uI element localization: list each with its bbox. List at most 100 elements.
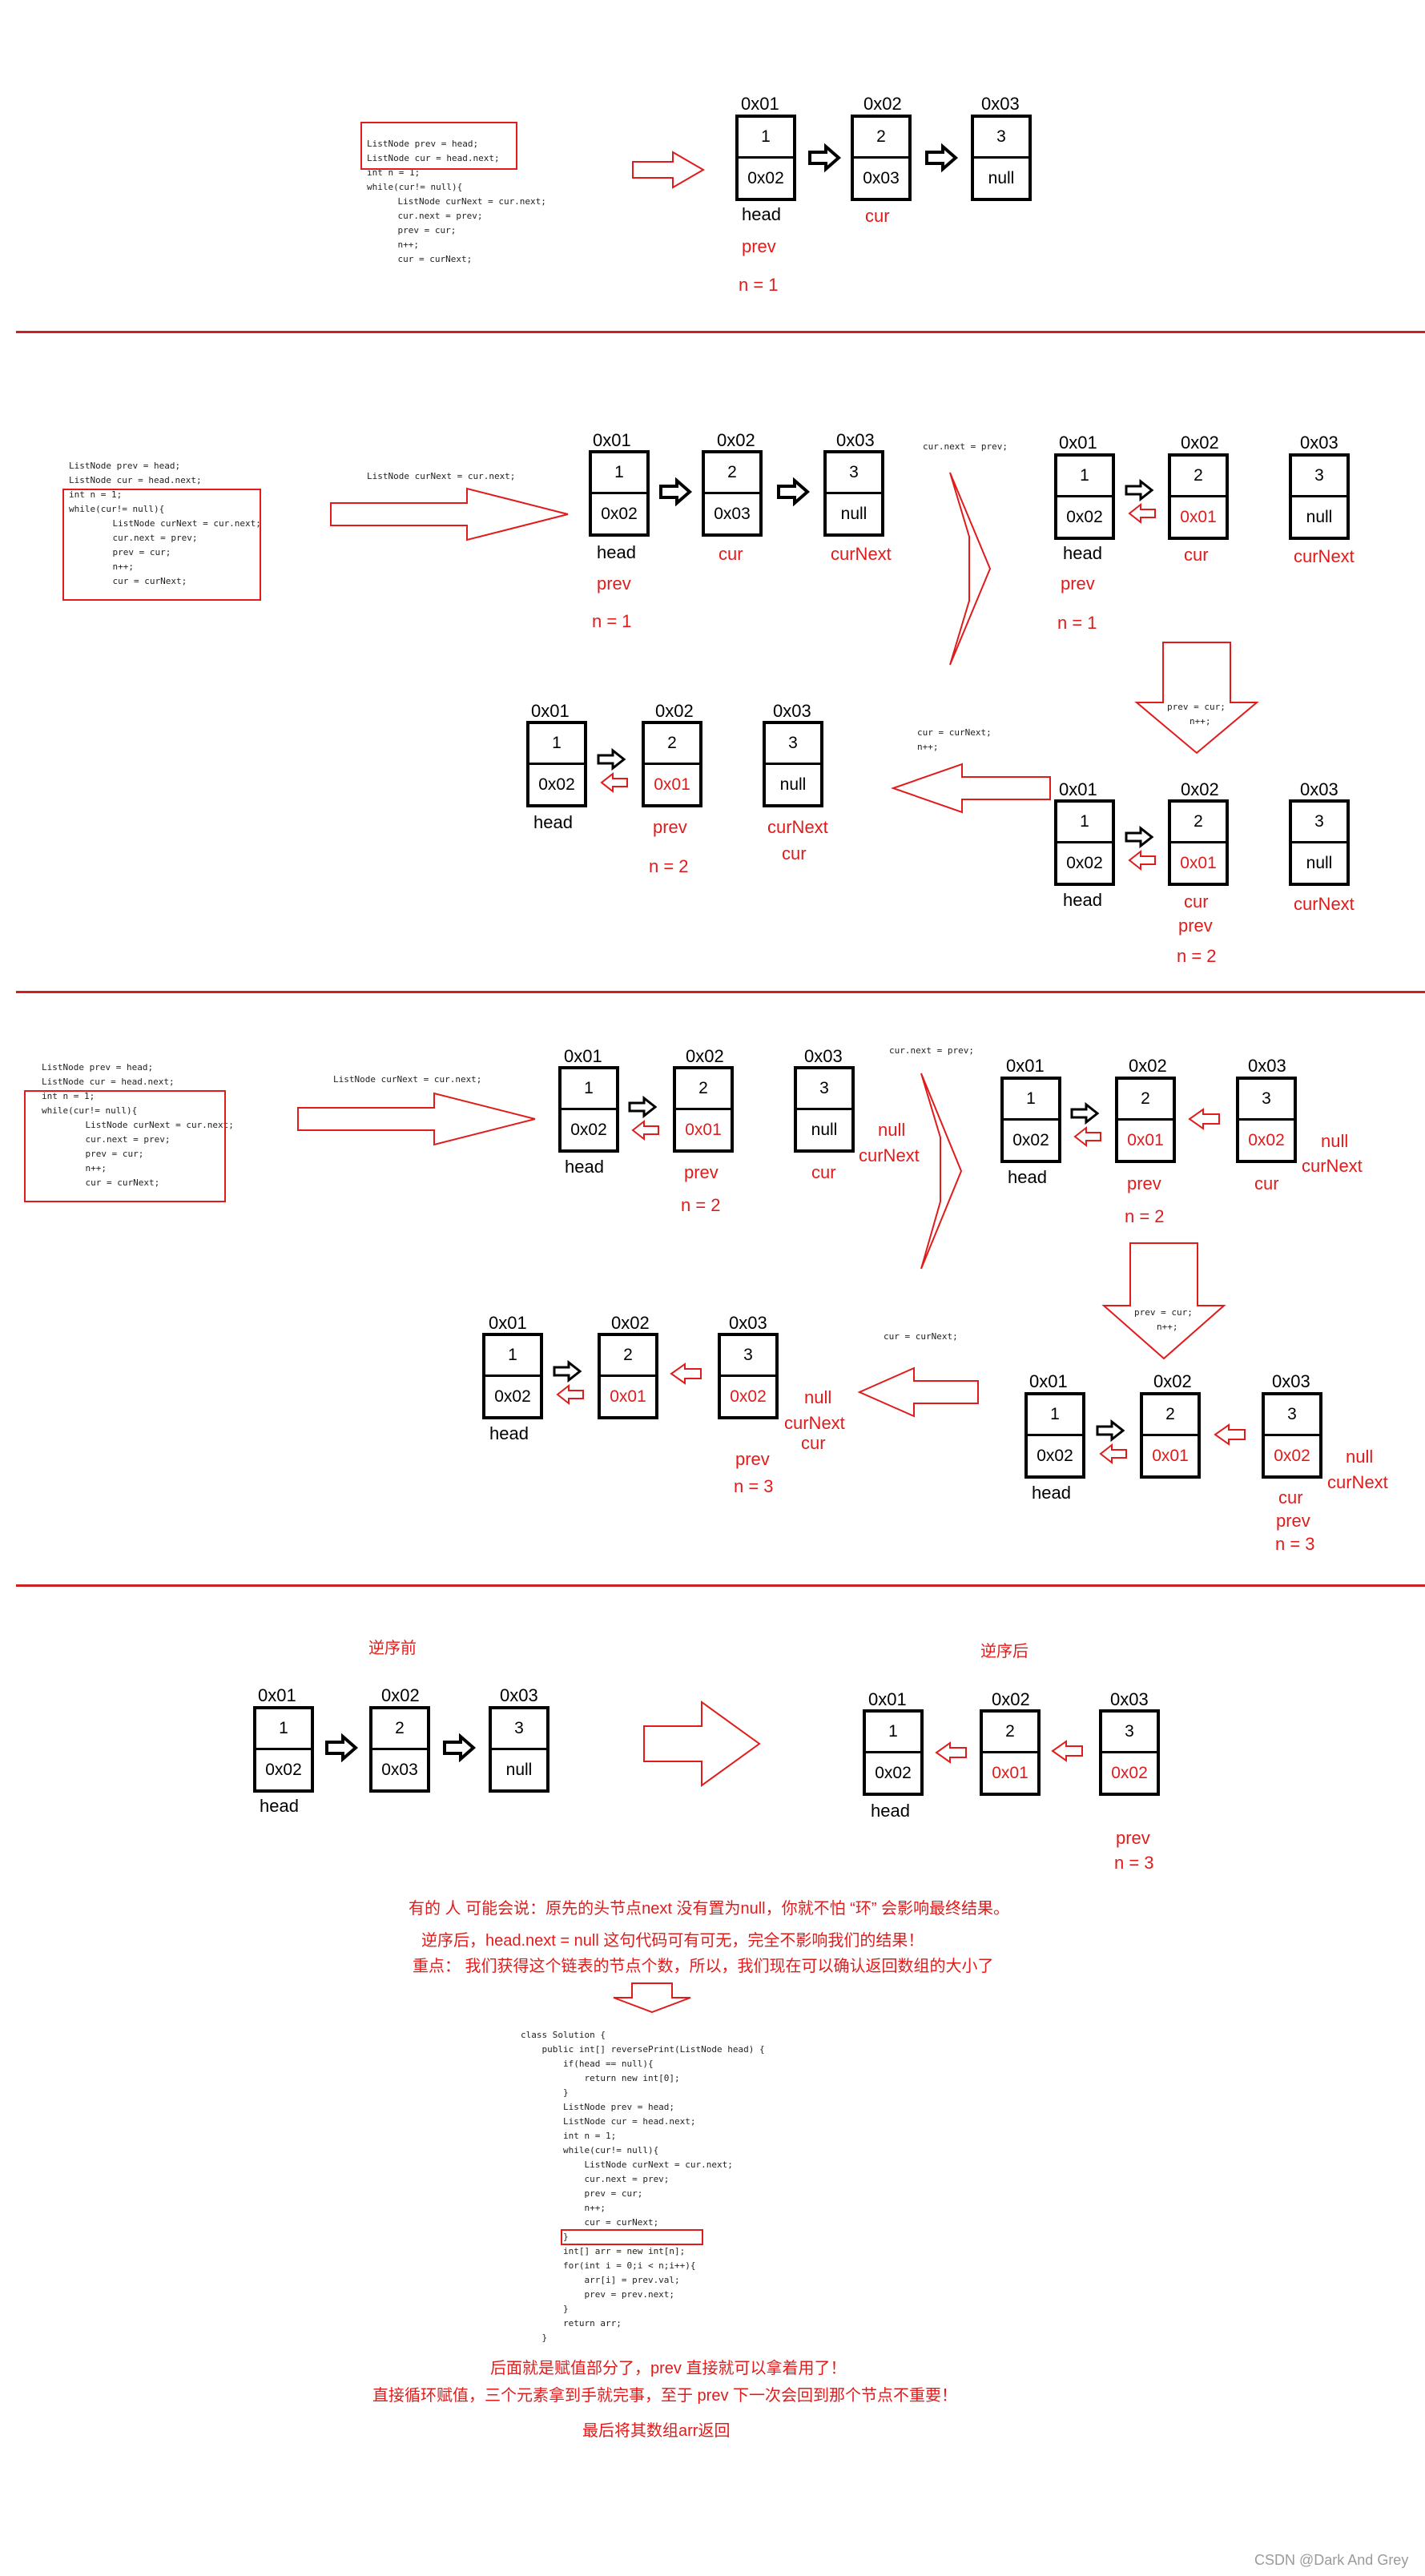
code-line: public int[] reversePrint(ListNode head)… bbox=[521, 2044, 765, 2055]
node-value: 1 bbox=[529, 724, 584, 765]
node-next: 0x02 bbox=[1037, 1446, 1073, 1465]
addr-label: 0x02 bbox=[992, 1689, 1030, 1709]
addr-label: 0x01 bbox=[741, 94, 779, 114]
prev-label: prev bbox=[653, 817, 687, 837]
addr-label: 0x01 bbox=[531, 701, 570, 721]
head-label: head bbox=[489, 1423, 529, 1443]
node-next: 0x03 bbox=[863, 168, 900, 187]
code-hint: n++; bbox=[1190, 716, 1211, 727]
node-next: 0x02 bbox=[1012, 1130, 1049, 1149]
code-snippet-init-1: ListNode prev = head; ListNode cur = head… bbox=[367, 123, 546, 281]
addr-label: 0x03 bbox=[1300, 433, 1338, 453]
curNext-label: curNext bbox=[784, 1413, 845, 1433]
highlight-box bbox=[24, 1090, 226, 1202]
code-line: n++; bbox=[64, 1163, 107, 1173]
note-line: 直接循环赋值，三个元素拿到手就完事，至于 prev 下一次会回到那个节点不重要！ bbox=[372, 2387, 958, 2405]
node-value: 1 bbox=[1028, 1395, 1082, 1436]
node-next: null bbox=[1306, 853, 1333, 872]
cur-label: cur bbox=[782, 843, 807, 863]
node-value: 1 bbox=[866, 1713, 920, 1753]
addr-label: 0x02 bbox=[863, 94, 902, 114]
node-value: 1 bbox=[739, 118, 793, 159]
code-line: int n = 1; bbox=[69, 489, 123, 500]
arrow-right-icon bbox=[659, 477, 693, 507]
code-line: cur = curNext; bbox=[521, 2217, 659, 2228]
node-next: 0x01 bbox=[992, 1763, 1028, 1782]
node-1: 1 0x02 bbox=[526, 721, 587, 807]
n-label: n = 3 bbox=[1114, 1853, 1154, 1873]
code-line: ListNode cur = head.next; bbox=[367, 153, 500, 163]
addr-label: 0x03 bbox=[1110, 1689, 1149, 1709]
code-hint: prev = cur; bbox=[1167, 702, 1226, 712]
addr-label: 0x01 bbox=[593, 430, 631, 450]
node-value: 2 bbox=[1171, 457, 1226, 497]
prev-label: prev bbox=[735, 1449, 770, 1469]
arrow-left-icon bbox=[1214, 1423, 1246, 1446]
arrow-pair-icon bbox=[553, 1359, 584, 1406]
code-line: cur = curNext; bbox=[91, 576, 187, 586]
node-value: 1 bbox=[592, 453, 646, 494]
node-value: 3 bbox=[1265, 1395, 1319, 1436]
code-line: return arr; bbox=[521, 2318, 622, 2328]
code-hint: cur = curNext; bbox=[884, 1331, 958, 1342]
arrow-down-right-icon bbox=[920, 1073, 963, 1270]
cur-label: cur bbox=[719, 544, 743, 564]
node-next: 0x01 bbox=[654, 775, 690, 794]
code-hint: n++; bbox=[1157, 1322, 1178, 1332]
arrow-pair-icon bbox=[1125, 478, 1156, 525]
head-label: head bbox=[1063, 543, 1102, 563]
node-next: null bbox=[1306, 507, 1333, 526]
arrow-pair-icon bbox=[1096, 1419, 1127, 1465]
code-line: ListNode prev = head; bbox=[42, 1062, 154, 1073]
code-line: ListNode prev = head; bbox=[521, 2102, 675, 2112]
code-line: if(head == null){ bbox=[521, 2059, 654, 2069]
addr-label: 0x03 bbox=[500, 1685, 538, 1705]
section-divider bbox=[16, 1584, 1425, 1587]
addr-label: 0x02 bbox=[1153, 1371, 1192, 1391]
head-label: head bbox=[871, 1801, 910, 1821]
code-line: cur.next = prev; bbox=[91, 533, 198, 543]
addr-label: 0x02 bbox=[381, 1685, 420, 1705]
arrow-right-icon bbox=[297, 1092, 536, 1146]
node-3: 3 null bbox=[1289, 453, 1350, 540]
curNext-label: curNext bbox=[1327, 1472, 1388, 1492]
node-value: 1 bbox=[1057, 457, 1112, 497]
addr-label: 0x03 bbox=[729, 1313, 767, 1333]
curNext-label: curNext bbox=[831, 544, 892, 564]
n-label: n = 1 bbox=[592, 611, 632, 631]
node-value: 2 bbox=[854, 118, 908, 159]
curNext-label: curNext bbox=[1294, 894, 1355, 914]
code-line: for(int i = 0;i < n;i++){ bbox=[521, 2260, 696, 2271]
arrow-right-icon bbox=[777, 477, 811, 507]
code-line: return new int[0]; bbox=[521, 2073, 680, 2083]
head-label: head bbox=[1032, 1483, 1071, 1503]
node-next: null bbox=[840, 504, 867, 523]
code-line: ListNode prev = head; bbox=[367, 139, 479, 149]
code-line: int n = 1; bbox=[521, 2131, 617, 2141]
node-next: null bbox=[779, 775, 807, 794]
code-line: ListNode curNext = cur.next; bbox=[64, 1120, 234, 1130]
cur-label: cur bbox=[865, 206, 890, 226]
node-next: 0x02 bbox=[538, 775, 575, 794]
addr-label: 0x03 bbox=[804, 1046, 843, 1066]
node-next: 0x02 bbox=[875, 1763, 912, 1782]
node-value: 3 bbox=[1292, 457, 1347, 497]
before-title: 逆序前 bbox=[368, 1640, 417, 1657]
n-label: n = 2 bbox=[681, 1195, 721, 1215]
code-line: } bbox=[521, 2332, 548, 2343]
code-snippet-2: ListNode prev = head;ListNode cur = head… bbox=[69, 445, 261, 603]
addr-label: 0x03 bbox=[981, 94, 1020, 114]
prev-label: prev bbox=[597, 574, 631, 594]
node-next: 0x01 bbox=[685, 1120, 722, 1139]
node-next: 0x01 bbox=[1180, 507, 1217, 526]
addr-label: 0x02 bbox=[1181, 433, 1219, 453]
prev-label: prev bbox=[1178, 916, 1213, 936]
